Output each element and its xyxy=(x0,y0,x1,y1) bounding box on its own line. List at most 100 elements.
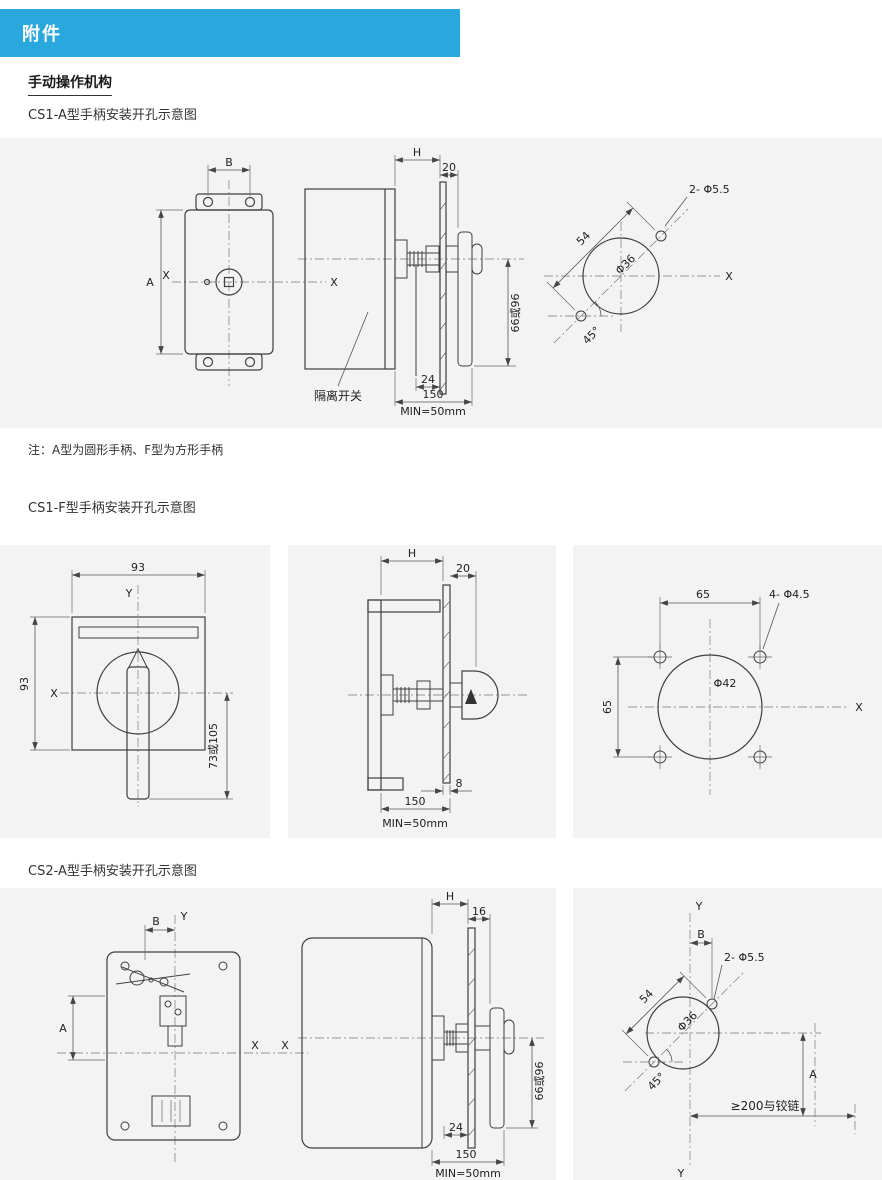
holes-callout: 2- Φ5.5 xyxy=(664,183,730,227)
dim-label-b: B xyxy=(697,928,705,941)
isolation-switch-callout: 隔离开关 xyxy=(314,311,369,403)
angle-45: 45° xyxy=(623,1049,683,1093)
cs2a-side-view: H 16 66或96 24 150 MIN=5 xyxy=(298,890,546,1180)
dim-a: A xyxy=(800,1023,817,1126)
holes-count-label: 4- Φ4.5 xyxy=(769,588,810,601)
dim-depth: 66或96 xyxy=(506,1038,546,1129)
mounting-panel xyxy=(442,584,451,784)
angle-label: 45° xyxy=(645,1070,668,1093)
dim-label-depth: 66或96 xyxy=(533,1062,546,1101)
dim-150: 150 MIN=50mm xyxy=(431,1130,505,1180)
hinge-clearance: ≥200与铰链 xyxy=(690,1098,856,1134)
dim-b: B xyxy=(144,915,175,960)
axis-label-x: X xyxy=(251,1039,259,1052)
handle-hole-circle xyxy=(657,654,763,760)
axis-label-x: X xyxy=(330,276,338,289)
cs1f-side-view: H 20 8 150 MIN=50mm xyxy=(348,547,528,830)
dim-a: A xyxy=(146,209,183,355)
cs1a-side-view: H 20 66或96 24 150 MIN=5 xyxy=(298,146,524,416)
cs2a-holes-panel: Y Y Φ36 B 2- Φ5.5 54 xyxy=(573,888,882,1180)
dim-16: 16 xyxy=(468,905,491,1004)
diameter-label: Φ36 xyxy=(613,252,638,277)
page-header-title: 附件 xyxy=(22,24,62,45)
axis-label-x: X xyxy=(725,270,733,283)
handle-pointer-mark xyxy=(465,689,477,704)
min-distance-label: MIN=50mm xyxy=(435,1167,501,1180)
dim-150: 150 MIN=50mm xyxy=(394,368,473,416)
dim-150: 150 MIN=50mm xyxy=(380,793,451,830)
panel-hatching xyxy=(467,947,476,1137)
cs1f-holes-panel: 65 4- Φ4.5 65 Φ42 X xyxy=(573,545,882,838)
cs2a-front-view: Y xyxy=(57,910,308,1165)
panel-hatching xyxy=(439,201,447,391)
centerlines xyxy=(172,180,326,386)
axis-label-y: Y xyxy=(695,900,703,913)
handle-type-note: 注：A型为圆形手柄、F型为方形手柄 xyxy=(28,443,224,457)
panel-hatching xyxy=(442,600,451,782)
holes-callout: 2- Φ5.5 xyxy=(713,951,765,1000)
dim-54: 54 xyxy=(546,201,656,311)
dim-label-150: 150 xyxy=(405,795,426,808)
dim-label-54: 54 xyxy=(637,987,656,1006)
dim-label-65h: 65 xyxy=(696,588,710,601)
dim-24: 24 xyxy=(415,373,440,391)
dim-b: B xyxy=(690,928,713,998)
cs1f-side-panel: H 20 8 150 MIN=50mm xyxy=(288,545,556,838)
holes-count-label: 2- Φ5.5 xyxy=(724,951,765,964)
cs1a-hole-pattern: 54 2- Φ5.5 Φ36 45° X xyxy=(544,183,733,347)
cs1a-front-view: B A X X xyxy=(146,156,338,386)
dim-label-h: H xyxy=(413,146,421,159)
switch-body-outline xyxy=(184,193,274,371)
dim-label-65v: 65 xyxy=(601,700,614,714)
dim-label-a: A xyxy=(146,276,154,289)
mounting-hole xyxy=(655,230,667,242)
dim-label-b: B xyxy=(152,915,160,928)
cs2a-main-panel: Y xyxy=(0,888,556,1180)
dim-width-93: 93 xyxy=(71,561,206,613)
mounting-panel xyxy=(439,181,447,395)
handle-side-profile xyxy=(445,231,483,367)
holes-count-label: 2- Φ5.5 xyxy=(689,183,730,196)
axis-label-x: X xyxy=(50,687,58,700)
dim-label-16: 16 xyxy=(472,905,486,918)
dim-20: 20 xyxy=(450,562,477,667)
dim-handle-length: 73或105 xyxy=(149,693,233,800)
dim-label-24: 24 xyxy=(449,1121,463,1134)
dim-label-54: 54 xyxy=(574,229,593,248)
cs1a-diagram-title: CS1-A型手柄安装开孔示意图 xyxy=(28,108,197,123)
section-heading: 手动操作机构 xyxy=(28,72,112,96)
dim-65-vertical: 65 xyxy=(601,656,652,758)
page-header-bar: 附件 xyxy=(0,9,460,57)
axis-label-x: X xyxy=(162,269,170,282)
cs1a-drawing-panel: B A X X xyxy=(0,138,882,428)
body-details xyxy=(115,961,228,1131)
mechanism-housing xyxy=(301,937,433,1149)
angle-label: 45° xyxy=(580,324,603,347)
dim-a: A xyxy=(59,995,105,1061)
dim-h: H xyxy=(431,890,469,934)
dim-label-handle: 73或105 xyxy=(207,723,220,769)
axis-label-y: Y xyxy=(125,587,133,600)
shaft-assembly xyxy=(394,239,441,376)
dim-h: H xyxy=(394,146,441,186)
mechanism-housing xyxy=(304,188,396,370)
min-distance-label: MIN=50mm xyxy=(400,405,466,416)
dim-label-150: 150 xyxy=(423,388,444,401)
switch-body-outline xyxy=(106,951,241,1141)
handle-pointer xyxy=(128,647,148,668)
dim-label-h: H xyxy=(408,547,416,560)
diagonal-centerline xyxy=(553,208,689,344)
dim-label-depth: 66或96 xyxy=(509,294,522,333)
dim-b: B xyxy=(207,156,251,196)
square-handle-profile xyxy=(449,670,499,720)
dim-8: 8 xyxy=(421,777,472,795)
dim-65-horizontal: 65 xyxy=(659,588,761,649)
diagonal-centerline xyxy=(624,970,746,1092)
hinge-clearance-label: ≥200与铰链 xyxy=(731,1098,800,1113)
cs1f-front-view: 93 Y 93 X 73或105 xyxy=(18,561,233,807)
axis-label-y: Y xyxy=(180,910,188,923)
dim-label-24: 24 xyxy=(421,373,435,386)
cs1f-diagram-title: CS1-F型手柄安装开孔示意图 xyxy=(28,501,196,516)
dim-label-8: 8 xyxy=(456,777,463,790)
